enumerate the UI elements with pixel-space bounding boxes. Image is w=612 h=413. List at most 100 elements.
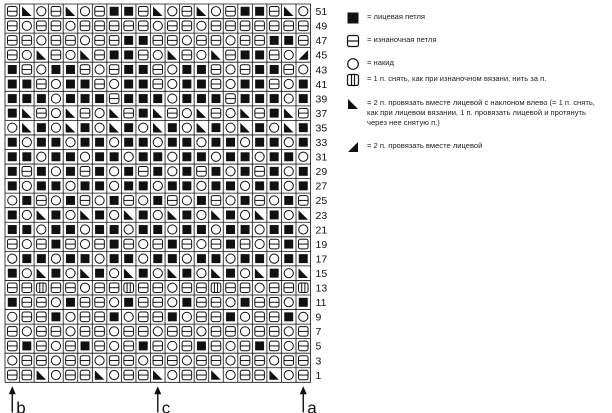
purl-stitch-cell <box>196 355 207 366</box>
knit-stitch-cell <box>226 137 235 147</box>
knit-stitch-cell <box>22 94 32 104</box>
yarn-over-cell <box>239 311 251 322</box>
purl-stitch-cell <box>239 369 251 381</box>
marker-label: b <box>16 398 25 413</box>
slip-stitch-cell <box>210 282 222 294</box>
decrease-left-cell <box>254 210 265 220</box>
purl-stitch-cell <box>123 107 134 119</box>
purl-stitch-cell <box>21 64 33 75</box>
purl-stitch-cell <box>268 78 280 90</box>
yarn-over-cell <box>50 195 62 206</box>
knit-stitch-cell <box>226 181 235 191</box>
yarn-over-cell <box>152 209 163 221</box>
knit-stitch-cell <box>153 225 163 234</box>
knit-stitch-cell <box>66 94 75 104</box>
yarn-over-cell <box>36 224 47 235</box>
arrow-head-icon <box>8 386 16 395</box>
row-number: 5 <box>316 341 322 353</box>
knit-stitch-cell <box>51 239 61 249</box>
row-number: 29 <box>316 166 328 178</box>
yarn-over-cell <box>138 253 149 264</box>
legend-item-purl: = изнаночная петля <box>345 33 436 49</box>
decrease-left-cell <box>65 122 76 133</box>
knit-stitch-cell <box>284 152 294 162</box>
knit-stitch-cell <box>298 79 308 89</box>
yarn-over-cell <box>65 209 76 221</box>
yarn-over-cell <box>225 64 236 75</box>
row-number: 19 <box>316 239 328 251</box>
decrease-left-cell <box>196 108 207 118</box>
yarn-over-cell <box>7 195 18 206</box>
purl-stitch-cell <box>108 93 120 104</box>
purl-stitch-cell <box>65 369 76 381</box>
yarn-over-cell <box>196 326 207 337</box>
knit-stitch-cell <box>211 123 221 133</box>
decrease-left-cell <box>298 210 309 220</box>
decrease-left-cell <box>80 210 90 220</box>
knit-stitch-cell <box>51 65 61 74</box>
knit-stitch-icon <box>347 12 359 24</box>
knit-stitch-cell <box>298 181 308 191</box>
legend-item-k2tog: = 2 п. провязать вместе лицевой <box>345 139 482 155</box>
purl-stitch-cell <box>225 326 236 337</box>
knit-stitch-cell <box>240 166 250 176</box>
knit-stitch-cell <box>167 181 177 191</box>
purl-stitch-cell <box>298 20 309 32</box>
knit-stitch-cell <box>269 137 279 147</box>
purl-stitch-cell <box>7 20 18 32</box>
purl-stitch-cell <box>210 195 222 206</box>
chart-grid <box>4 3 311 383</box>
knit-stitch-cell <box>95 94 105 104</box>
yarn-over-cell <box>21 49 32 61</box>
purl-stitch-cell <box>94 238 105 250</box>
yarn-over-cell <box>210 6 222 17</box>
decrease-left-cell <box>36 50 47 60</box>
purl-stitch-cell <box>79 107 91 119</box>
decrease-left-cell <box>240 122 250 133</box>
decrease-left-cell <box>167 210 178 220</box>
purl-stitch-cell <box>210 311 222 323</box>
yarn-over-cell <box>239 180 251 191</box>
knit-stitch-cell <box>138 108 148 118</box>
yarn-over-cell <box>123 224 134 235</box>
knit-stitch-cell <box>66 79 75 89</box>
knit-stitch-cell <box>109 50 119 60</box>
purl-stitch-cell <box>36 238 47 250</box>
yarn-over-cell <box>269 195 280 206</box>
purl-stitch-cell <box>108 282 120 294</box>
decrease-left-cell <box>196 6 207 17</box>
knit-stitch-cell <box>109 152 119 162</box>
purl-stitch-cell <box>50 326 62 337</box>
yarn-over-cell <box>36 35 47 46</box>
knit-stitch-cell <box>255 123 265 133</box>
purl-stitch-cell <box>36 107 47 119</box>
yarn-over-cell <box>109 369 120 381</box>
purl-stitch-cell <box>210 340 222 352</box>
knit-stitch-cell <box>22 341 32 351</box>
yarn-over-cell <box>79 224 91 235</box>
knit-stitch-cell <box>138 225 148 234</box>
knit-stitch-cell <box>255 137 265 147</box>
knit-stitch-cell <box>7 181 17 191</box>
knit-stitch-cell <box>240 225 250 234</box>
knit-stitch-cell <box>240 79 250 89</box>
yarn-over-cell <box>50 108 62 119</box>
knit-stitch-cell <box>124 297 134 307</box>
row-number: 11 <box>316 297 327 309</box>
knit-stitch-cell <box>7 210 17 220</box>
purl-stitch-cell <box>94 326 105 337</box>
knit-stitch-cell <box>240 6 250 16</box>
purl-stitch-cell <box>181 282 193 294</box>
knit-stitch-cell <box>211 181 221 191</box>
knit-stitch-cell <box>51 210 61 220</box>
yarn-over-cell <box>167 6 178 17</box>
decrease-left-cell <box>211 210 221 220</box>
knit-stitch-cell <box>182 297 192 307</box>
purl-stitch-cell <box>137 369 149 381</box>
purl-stitch-cell <box>225 6 236 17</box>
knit-stitch-cell <box>95 137 105 147</box>
yarn-over-cell <box>7 253 18 264</box>
purl-stitch-cell <box>283 282 295 294</box>
decrease-left-cell <box>36 268 47 278</box>
yarn-over-cell <box>298 311 309 322</box>
